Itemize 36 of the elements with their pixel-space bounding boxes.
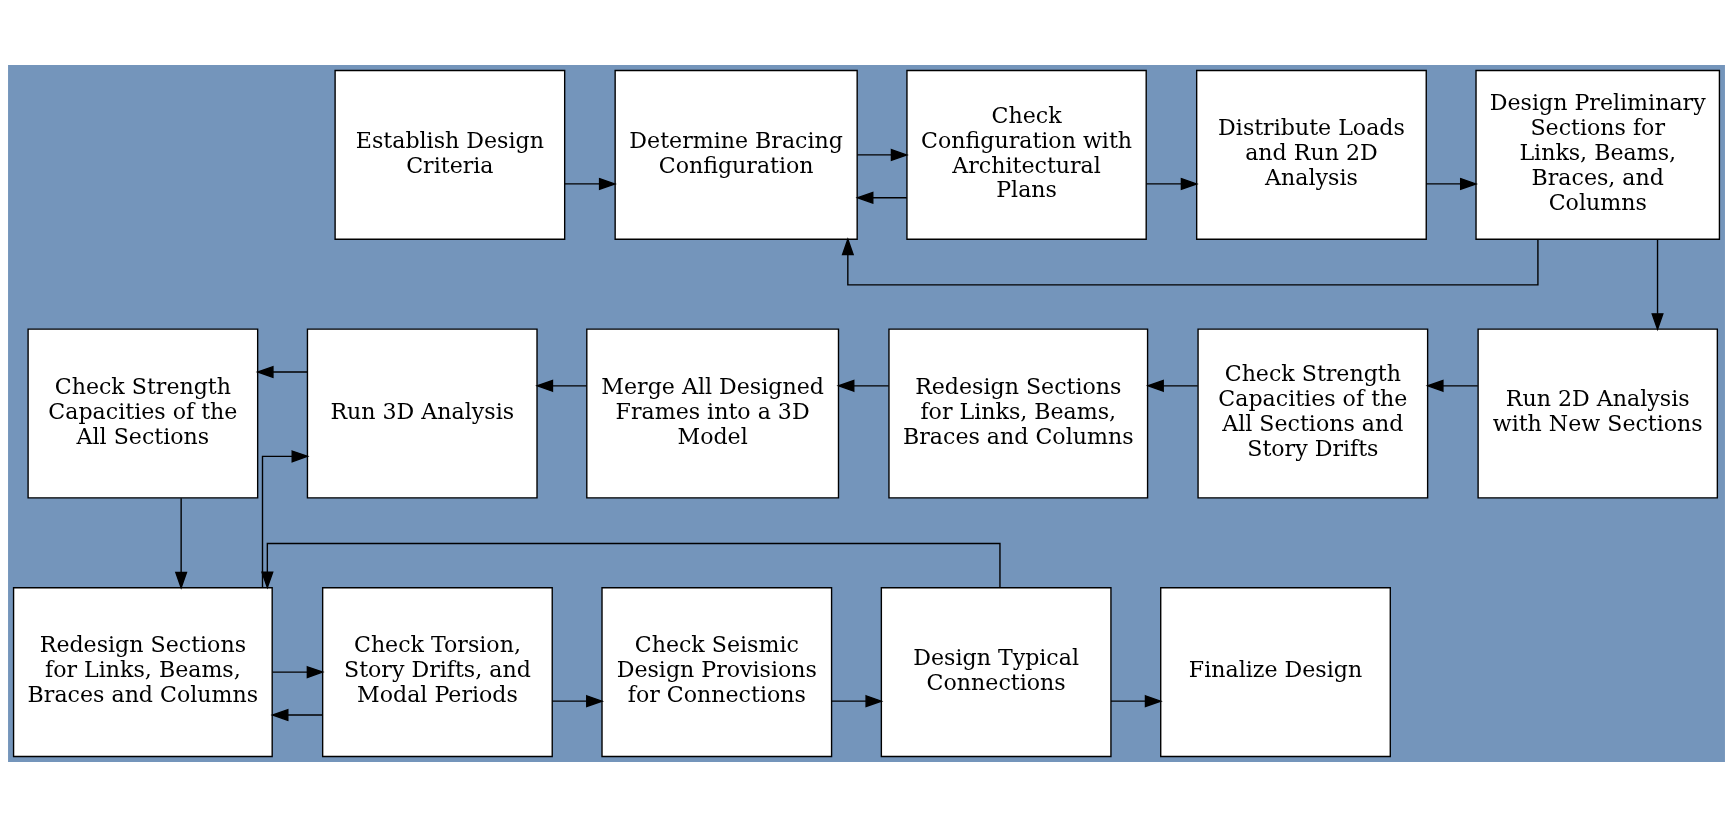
arrow [551, 694, 605, 707]
arrow [836, 379, 890, 392]
node-box: Run 2D Analysis with New Sections [1477, 327, 1719, 499]
node-box: Check Torsion, Story Drifts, and Modal Periods [321, 586, 553, 757]
arrow [535, 379, 588, 392]
node-box: Redesign Sections for Links, Beams, Braces and Columns [12, 586, 273, 757]
arrow [270, 708, 323, 721]
node-box: Check Strength Capacities of the All Sections and Story Drifts [1197, 327, 1429, 499]
node-box: Check Seismic Design Provisions for Connections [601, 586, 833, 757]
node-box: Check Strength Capacities of the All Sections [27, 327, 259, 499]
arrow [855, 190, 908, 204]
arrow [261, 542, 1001, 589]
node-box: Finalize Design [1160, 586, 1391, 757]
arrow [255, 365, 309, 378]
arrow [1110, 694, 1163, 707]
node-box: Determine Bracing Configuration [614, 69, 858, 240]
node-box: Design Preliminary Sections for Links, Beams, Braces, and Columns [1475, 69, 1721, 240]
arrow [856, 148, 909, 161]
arrow [1145, 379, 1199, 392]
arrow [261, 449, 310, 588]
node-box: Run 3D Analysis [306, 327, 538, 499]
node-box: Check Configuration with Architectural Plans [906, 69, 1147, 240]
node-box: Establish Design Criteria [334, 69, 566, 240]
arrow [830, 694, 884, 707]
arrow [1425, 177, 1478, 190]
node-box: Redesign Sections for Links, Beams, Braces and Columns [888, 327, 1149, 499]
node-box: Design Typical Connections [880, 586, 1112, 757]
arrow [1145, 177, 1199, 190]
arrow [841, 236, 1539, 286]
arrow [563, 177, 617, 190]
arrow [271, 665, 325, 678]
arrow [174, 497, 188, 590]
node-box: Distribute Loads and Run 2D Analysis [1196, 69, 1427, 240]
arrow [1425, 379, 1479, 392]
node-box: Merge All Designed Frames into a 3D Model [586, 327, 840, 499]
arrow [1651, 238, 1664, 331]
